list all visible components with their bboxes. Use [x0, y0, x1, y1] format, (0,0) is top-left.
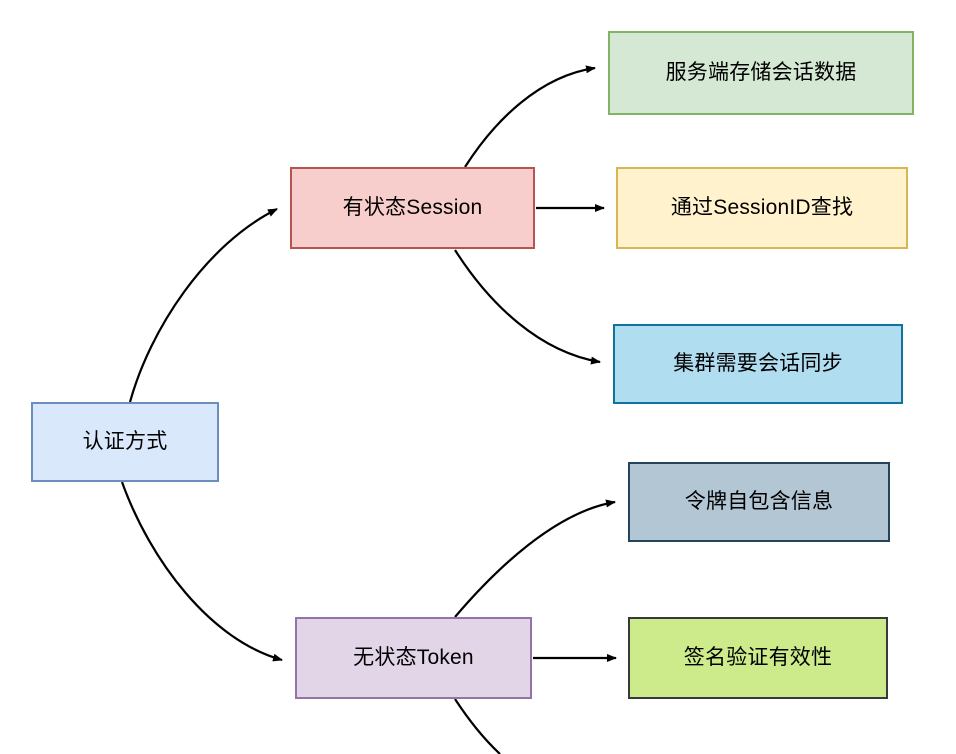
edge-session-leaf3: [454, 249, 601, 365]
node-stateful-session-label: 有状态Session: [342, 195, 483, 219]
node-stateless-token-label: 无状态Token: [353, 645, 474, 669]
node-server-side-storage[interactable]: 服务端存储会话数据: [608, 31, 914, 115]
edge-root-session: [128, 208, 278, 403]
node-signature-validation[interactable]: 签名验证有效性: [628, 617, 888, 699]
edge-session-leaf1: [464, 65, 596, 168]
node-signature-validation-label: 签名验证有效性: [683, 645, 833, 669]
node-token-self-contained[interactable]: 令牌自包含信息: [628, 462, 890, 542]
node-lookup-by-sessionid-label: 通过SessionID查找: [670, 195, 854, 219]
node-root-label: 认证方式: [82, 429, 168, 453]
node-cluster-session-sync[interactable]: 集群需要会话同步: [613, 324, 903, 404]
node-server-side-storage-label: 服务端存储会话数据: [665, 60, 857, 84]
edge-token-leaf4: [454, 499, 616, 618]
node-stateless-token[interactable]: 无状态Token: [295, 617, 532, 699]
node-lookup-by-sessionid[interactable]: 通过SessionID查找: [616, 167, 908, 249]
node-stateful-session[interactable]: 有状态Session: [290, 167, 535, 249]
node-root[interactable]: 认证方式: [31, 402, 219, 482]
edge-token-offscreen: [454, 698, 501, 754]
node-cluster-session-sync-label: 集群需要会话同步: [673, 351, 843, 375]
node-token-self-contained-label: 令牌自包含信息: [684, 489, 834, 513]
edge-root-token: [120, 481, 283, 662]
